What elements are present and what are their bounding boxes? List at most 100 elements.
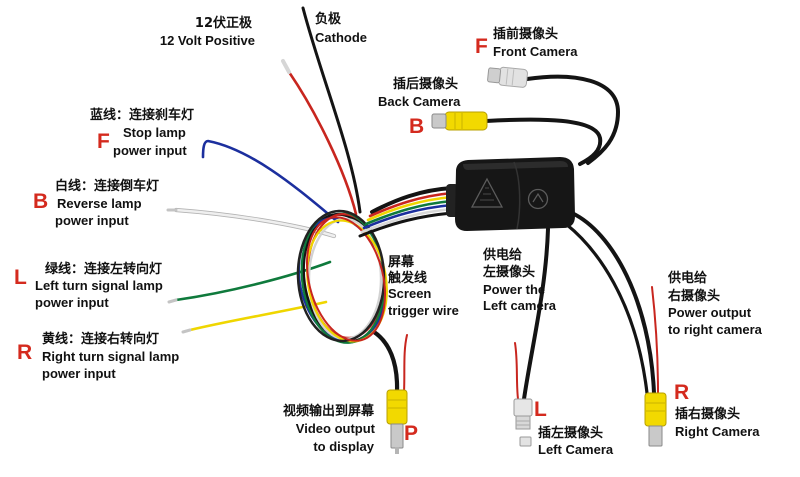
label-right-camera: R 插右摄像头 Right Camera	[674, 381, 760, 439]
label-power-right-zh-line2: 右摄像头	[667, 288, 720, 304]
screen-trigger-red-wire	[403, 334, 408, 393]
triangle-outline	[470, 177, 504, 208]
left-camera-connector	[513, 398, 533, 447]
label-video-output: 视频输出到屏幕 Video output to display P	[283, 403, 418, 454]
label-power-right-en-line1: Power output	[668, 305, 752, 320]
front-connector-rib	[511, 69, 515, 86]
label-right-turn-en-line2: power input	[42, 366, 116, 381]
left-camera-cable	[522, 227, 550, 401]
label-front-camera: F 插前摄像头 Front Camera	[475, 26, 578, 59]
label-right-camera-en: Right Camera	[675, 424, 760, 439]
circle-emblem	[532, 192, 544, 203]
triangle-logo-icon	[470, 177, 504, 208]
left-camera-power-red-wire	[514, 342, 519, 400]
label-12v-positive-zh: 12伏正极	[195, 15, 253, 31]
marker-letter-right-camera: R	[674, 381, 689, 404]
control-module	[446, 157, 575, 231]
left-connector-tip	[519, 436, 532, 447]
label-front-camera-en: Front Camera	[493, 44, 578, 59]
bundle-wire-yellow	[366, 195, 454, 222]
label-12v-positive-en: 12 Volt Positive	[160, 33, 255, 48]
label-12v-positive: 12伏正极 12 Volt Positive	[160, 15, 255, 48]
stop-lamp-blue-wire	[201, 139, 340, 224]
left-turn-wire-tip	[167, 298, 178, 304]
coil-loop-black-2	[296, 209, 386, 343]
coil-loop-red-2	[305, 216, 387, 342]
label-video-output-zh: 视频输出到屏幕	[283, 403, 375, 419]
marker-letter-left-turn: L	[14, 266, 27, 289]
circle-outline	[527, 188, 549, 210]
right-camera-rca-connector	[644, 392, 667, 447]
back-connector-metal	[431, 113, 447, 129]
label-power-left-zh-line1: 供电给	[482, 247, 522, 263]
bundle-wire-black-2	[358, 211, 454, 238]
bundle-wire-white	[360, 207, 454, 234]
label-power-left-en-line1: Power the	[483, 282, 545, 297]
label-left-camera-en: Left Camera	[538, 442, 614, 457]
video-plug-body	[386, 389, 408, 425]
right-camera-cable	[570, 211, 656, 395]
label-front-camera-zh: 插前摄像头	[493, 26, 558, 42]
label-video-output-en-line2: to display	[313, 439, 374, 454]
left-connector-body	[513, 398, 533, 417]
label-stop-lamp-en-line1: Stop lamp	[123, 125, 186, 140]
label-left-camera: L 插左摄像头 Left Camera	[534, 398, 614, 457]
back-camera-rca-connector	[431, 111, 488, 131]
label-stop-lamp-zh: 蓝线：连接刹车灯	[90, 107, 194, 123]
label-power-right-en-line2: to right camera	[668, 322, 763, 337]
label-back-camera-en: Back Camera	[378, 94, 461, 109]
label-reverse-lamp-en-line1: Reverse lamp	[57, 196, 142, 211]
marker-letter-back: B	[409, 115, 424, 138]
bundle-wire-black	[370, 186, 454, 214]
label-power-right-zh-line1: 供电给	[667, 270, 707, 286]
front-camera-cable	[525, 74, 620, 165]
front-connector-rib	[505, 68, 509, 85]
left-turn-green-wire	[174, 260, 332, 302]
module-body	[455, 157, 575, 231]
back-connector-body	[444, 111, 488, 131]
label-left-turn-en-line2: power input	[35, 295, 109, 310]
marker-letter-front: F	[475, 35, 488, 58]
label-reverse-lamp-en-line2: power input	[55, 213, 129, 228]
right-camera-cable-2	[564, 222, 649, 395]
right-connector-body	[644, 392, 667, 427]
label-video-output-en-line1: Video output	[296, 421, 376, 436]
label-cathode-en: Cathode	[315, 30, 367, 45]
label-left-camera-zh: 插左摄像头	[538, 425, 603, 441]
bundle-wire-blue	[362, 203, 454, 230]
label-cathode-zh: 负极	[315, 11, 342, 27]
label-power-left-en-line2: Left camera	[483, 298, 557, 313]
label-screen-trigger-zh-line2: 触发线	[387, 270, 427, 286]
wire-bundle	[358, 186, 454, 238]
wire-coil	[296, 209, 388, 344]
video-plug-metal	[390, 423, 404, 449]
label-reverse-lamp: 白线：连接倒车灯 B Reverse lamp power input	[33, 178, 159, 228]
back-camera-cable	[484, 117, 603, 166]
positive-12v-red-wire	[287, 70, 358, 216]
cathode-black-wire	[301, 6, 362, 214]
label-screen-trigger-en-line2: trigger wire	[388, 303, 459, 318]
marker-letter-video-output: P	[404, 422, 418, 445]
label-right-camera-zh: 插右摄像头	[675, 406, 740, 422]
camera-cable-group	[484, 74, 659, 401]
left-connector-sleeve	[515, 415, 531, 430]
right-connector-metal	[648, 425, 663, 447]
right-camera-power-red-wire	[651, 286, 659, 394]
marker-letter-right-turn: R	[17, 341, 32, 364]
left-wire-group	[166, 6, 408, 395]
front-connector-metal	[487, 67, 502, 84]
label-stop-lamp: 蓝线：连接刹车灯 F Stop lamp power input	[90, 107, 194, 158]
front-camera-connector	[487, 66, 528, 88]
label-reverse-lamp-zh: 白线：连接倒车灯	[55, 178, 159, 194]
label-back-camera: 插后摄像头 Back Camera B	[378, 76, 461, 138]
bundle-wire-green	[364, 199, 454, 226]
label-back-camera-zh: 插后摄像头	[393, 76, 458, 92]
video-output-black-cable	[371, 329, 400, 395]
marker-letter-left-camera: L	[534, 398, 547, 421]
module-panel-edge	[513, 161, 521, 230]
label-cathode: 负极 Cathode	[315, 11, 367, 45]
label-right-turn: R 黄线：连接右转向灯 Right turn signal lamp power…	[17, 331, 179, 381]
label-screen-trigger-en-line1: Screen	[388, 286, 431, 301]
bundle-wire-red	[368, 191, 454, 218]
